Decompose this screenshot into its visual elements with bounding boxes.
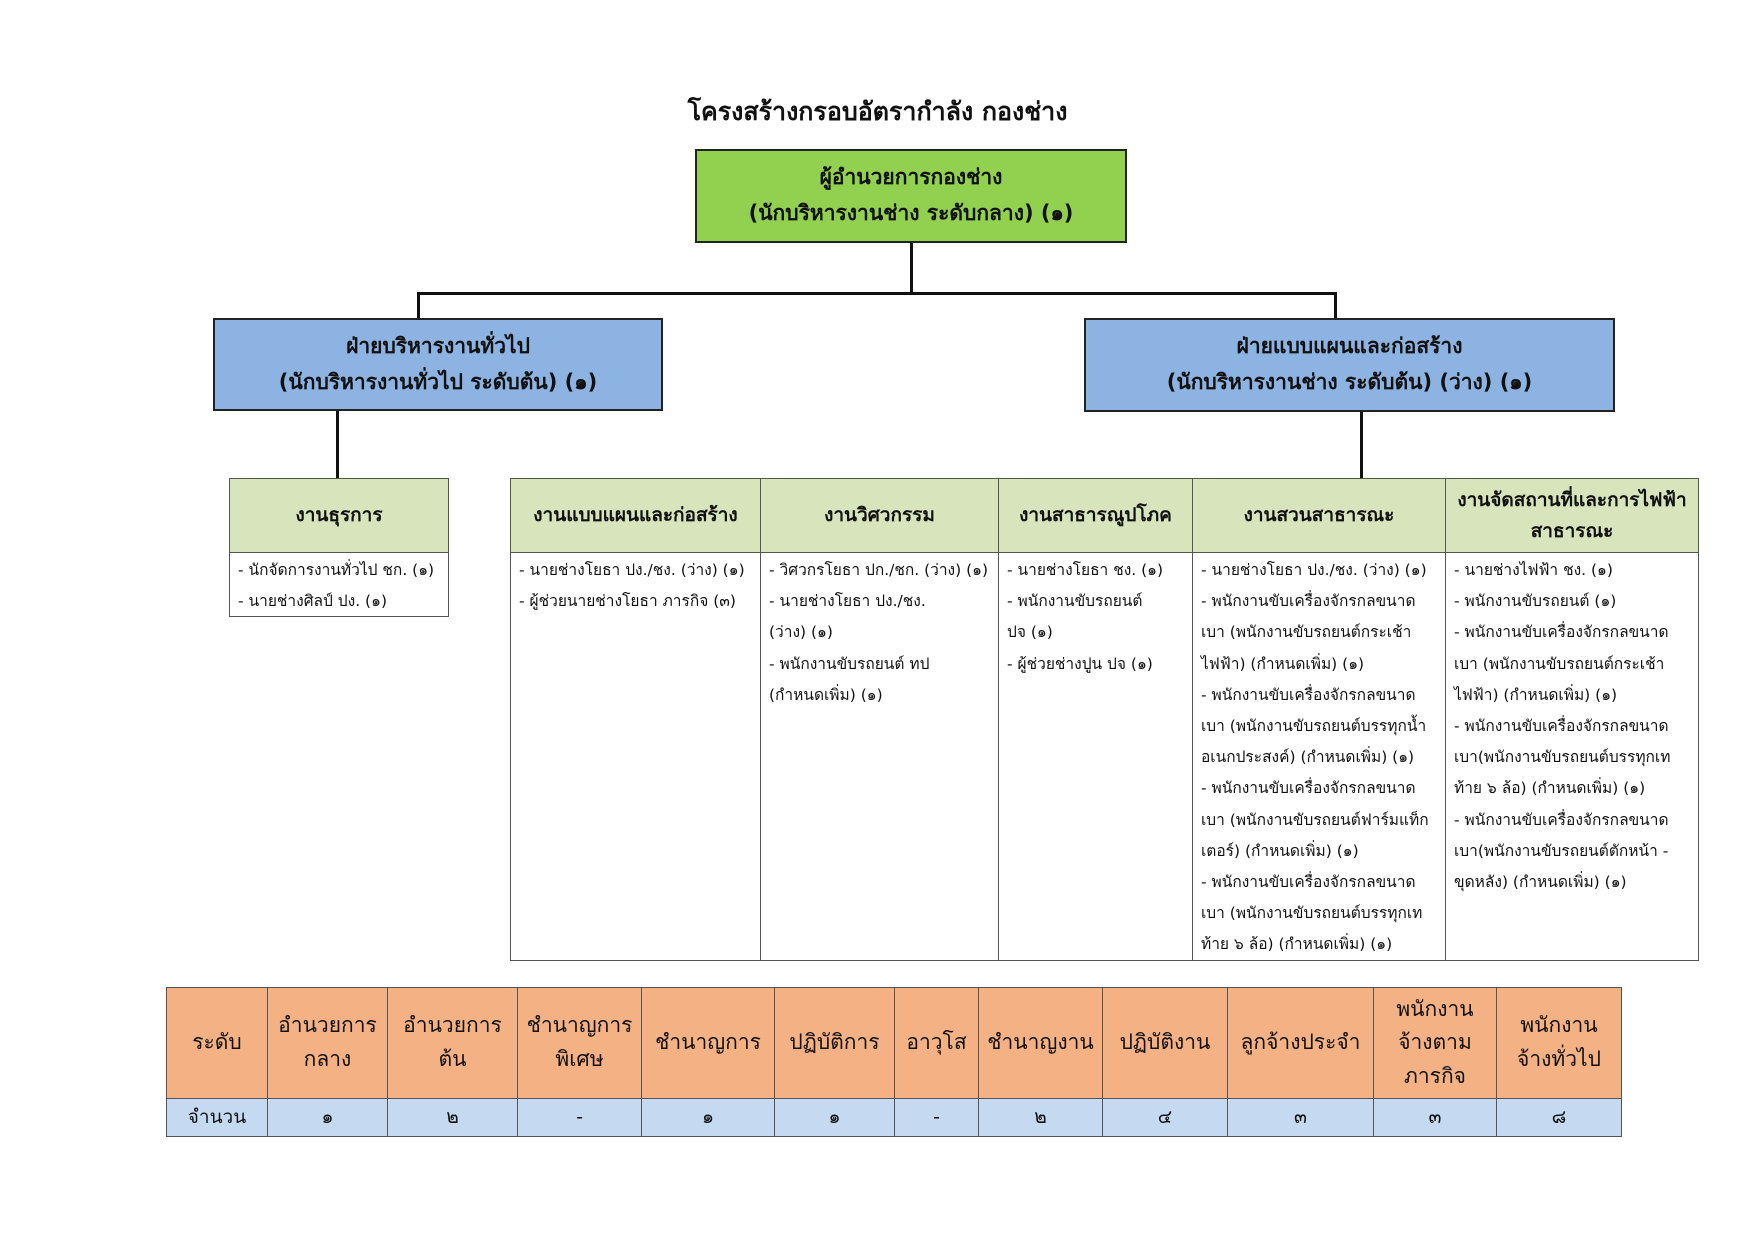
division-box-design-construction: ฝ่ายแบบแผนและก่อสร้าง (นักบริหารงานช่าง …: [1084, 318, 1615, 412]
connector-line: [1334, 292, 1337, 318]
unit-header-design-construction: งานแบบแผนและก่อสร้าง: [510, 478, 761, 553]
unit-staff-list: - นักจัดการงานทั่วไป ชก. (๑) - นายช่างศิ…: [229, 553, 449, 617]
table-cell: ๓: [1227, 1098, 1374, 1137]
list-item: - พนักงานขับรถยนต์ ทป (กำหนดเพิ่ม) (๑): [769, 654, 930, 704]
list-item: - วิศวกรโยธา ปก./ชก. (ว่าง) (๑): [769, 561, 989, 579]
table-cell: -: [517, 1098, 642, 1137]
unit-name: งานสวนสาธารณะ: [1243, 504, 1395, 527]
table-cell: ๑: [641, 1098, 775, 1137]
division-title: ฝ่ายแบบแผนและก่อสร้าง: [1236, 334, 1463, 359]
table-header-cell: ชำนาญการ พิเศษ: [517, 987, 642, 1099]
connector-line: [910, 243, 913, 294]
table-header-cell: อำนวยการ ต้น: [387, 987, 518, 1099]
unit-header-engineering: งานวิศวกรรม: [760, 478, 999, 553]
list-item: - นายช่างไฟฟ้า ชง. (๑): [1454, 561, 1613, 579]
table-header-cell: ชำนาญการ: [641, 987, 775, 1099]
unit-header-general-affairs: งานธุรการ: [229, 478, 449, 553]
list-item: - นายช่างโยธา ชง. (๑): [1007, 561, 1164, 579]
list-item: - พนักงานขับรถยนต์ ปจ (๑): [1007, 592, 1143, 642]
table-header-cell: ระดับ: [166, 987, 268, 1099]
list-item: - นายช่างโยธา ปง./ชง. (ว่าง) (๑): [519, 561, 745, 579]
table-header-cell: พนักงาน จ้างทั่วไป: [1496, 987, 1622, 1099]
list-item: - นายช่างศิลป์ ปง. (๑): [238, 592, 387, 611]
connector-line: [417, 292, 1337, 295]
director-box: ผู้อำนวยการกองช่าง (นักบริหารงานช่าง ระด…: [695, 149, 1127, 243]
list-item: - พนักงานขับเครื่องจักรกลขนาด เบา (พนักง…: [1201, 685, 1427, 767]
table-cell: ๒: [978, 1098, 1103, 1137]
table-cell: จำนวน: [166, 1098, 268, 1137]
staffing-summary-table: ระดับ อำนวยการ กลาง อำนวยการ ต้น ชำนาญกา…: [166, 987, 1622, 1137]
table-header-cell: ลูกจ้างประจำ: [1227, 987, 1374, 1099]
table-header-cell: ปฏิบัติการ: [774, 987, 895, 1099]
table-cell: ๔: [1102, 1098, 1228, 1137]
division-title: ฝ่ายบริหารงานทั่วไป: [346, 333, 530, 358]
unit-staff-list: - นายช่างไฟฟ้า ชง. (๑) - พนักงานขับรถยนต…: [1445, 553, 1699, 961]
table-cell: -: [894, 1098, 979, 1137]
unit-header-venue-public-lighting: งานจัดสถานที่และการไฟฟ้าสาธารณะ: [1445, 478, 1699, 553]
division-position: (นักบริหารงานช่าง ระดับต้น) (ว่าง) (๑): [1166, 370, 1533, 394]
table-cell: ๓: [1373, 1098, 1497, 1137]
list-item: - ผู้ช่วยนายช่างโยธา ภารกิจ (๓): [519, 592, 736, 611]
connector-line: [336, 410, 339, 478]
list-item: - พนักงานขับเครื่องจักรกลขนาด เบา (พนักง…: [1201, 592, 1416, 673]
table-cell: ๒: [387, 1098, 518, 1137]
table-header-cell: อาวุโส: [894, 987, 979, 1099]
unit-name: งานธุรการ: [295, 504, 383, 527]
list-item: - พนักงานขับเครื่องจักรกลขนาด เบา (พนักง…: [1201, 873, 1423, 954]
table-header-cell: ชำนาญงาน: [978, 987, 1103, 1099]
unit-header-public-parks: งานสวนสาธารณะ: [1192, 478, 1446, 553]
list-item: - พนักงานขับเครื่องจักรกลขนาด เบา (พนักง…: [1201, 779, 1429, 860]
list-item: - นายช่างโยธา ปง./ชง. (ว่าง) (๑): [1201, 561, 1427, 579]
list-item: - ผู้ช่วยช่างปูน ปจ (๑): [1007, 654, 1153, 673]
unit-name: งานวิศวกรรม: [824, 504, 935, 527]
table-header-cell: พนักงาน จ้างตาม ภารกิจ: [1373, 987, 1497, 1099]
director-title: ผู้อำนวยการกองช่าง: [819, 165, 1003, 190]
unit-name: งานจัดสถานที่และการไฟฟ้าสาธารณะ: [1457, 489, 1687, 542]
table-header-cell: อำนวยการ กลาง: [267, 987, 388, 1099]
table-value-row: จำนวน ๑ ๒ - ๑ ๑ - ๒ ๔ ๓ ๓ ๘: [166, 1098, 1622, 1137]
division-position: (นักบริหารงานทั่วไป ระดับต้น) (๑): [278, 369, 598, 394]
table-header-cell: ปฏิบัติงาน: [1102, 987, 1228, 1099]
unit-staff-list: - วิศวกรโยธา ปก./ชก. (ว่าง) (๑) - นายช่า…: [760, 553, 999, 961]
connector-line: [417, 292, 420, 318]
connector-line: [1360, 411, 1363, 478]
unit-staff-list: - นายช่างโยธา ชง. (๑) - พนักงานขับรถยนต์…: [998, 553, 1193, 961]
unit-header-utilities: งานสาธารณูปโภค: [998, 478, 1193, 553]
unit-staff-list: - นายช่างโยธา ปง./ชง. (ว่าง) (๑) - พนักง…: [1192, 553, 1446, 961]
table-header-row: ระดับ อำนวยการ กลาง อำนวยการ ต้น ชำนาญกา…: [166, 987, 1622, 1099]
list-item: - พนักงานขับเครื่องจักรกลขนาด เบา(พนักงา…: [1454, 810, 1669, 892]
unit-name: งานสาธารณูปโภค: [1019, 504, 1172, 527]
unit-staff-list: - นายช่างโยธา ปง./ชง. (ว่าง) (๑) - ผู้ช่…: [510, 553, 761, 961]
unit-name: งานแบบแผนและก่อสร้าง: [533, 504, 738, 527]
director-position: (นักบริหารงานช่าง ระดับกลาง) (๑): [748, 201, 1074, 225]
table-cell: ๑: [267, 1098, 388, 1137]
list-item: - นักจัดการงานทั่วไป ชก. (๑): [238, 561, 435, 579]
table-cell: ๑: [774, 1098, 895, 1137]
list-item: - พนักงานขับรถยนต์ (๑): [1454, 592, 1617, 611]
list-item: - พนักงานขับเครื่องจักรกลขนาด เบา (พนักง…: [1454, 623, 1669, 704]
list-item: - พนักงานขับเครื่องจักรกลขนาด เบา(พนักงา…: [1454, 717, 1671, 798]
page-title: โครงสร้างกรอบอัตรากำลัง กองช่าง: [687, 97, 1068, 126]
list-item: - นายช่างโยธา ปง./ชง. (ว่าง) (๑): [769, 592, 926, 642]
table-cell: ๘: [1496, 1098, 1622, 1137]
division-box-general-admin: ฝ่ายบริหารงานทั่วไป (นักบริหารงานทั่วไป …: [213, 318, 663, 411]
